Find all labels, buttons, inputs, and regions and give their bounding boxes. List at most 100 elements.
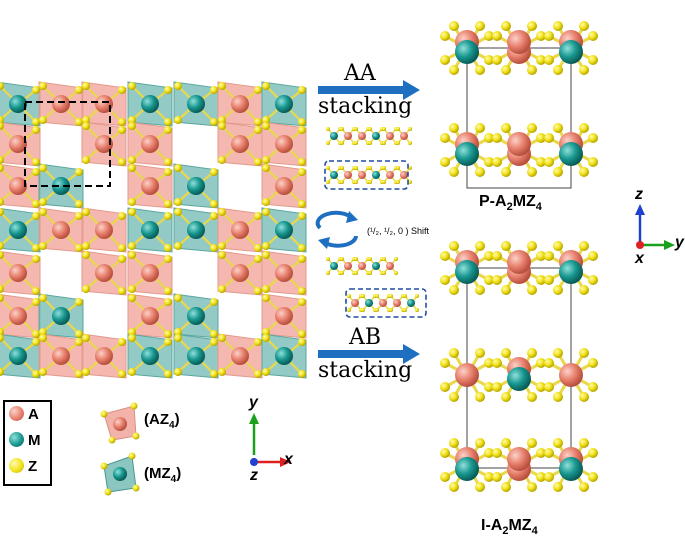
z-atom: [118, 158, 126, 166]
a-atom: [275, 307, 293, 325]
z-atom: [298, 118, 306, 126]
z-atom: [527, 65, 537, 75]
m-atom: [187, 307, 205, 325]
z-atom: [553, 392, 563, 402]
z-atom: [579, 21, 589, 31]
z-atom: [0, 368, 4, 376]
z-atom: [536, 472, 546, 482]
z-atom: [553, 482, 563, 492]
z-atom: [484, 472, 494, 482]
z-atom: [262, 368, 270, 376]
z-atom: [527, 123, 537, 133]
a-atom: [95, 135, 113, 153]
z-atom: [174, 82, 182, 90]
z-atom: [39, 328, 47, 336]
z-atom: [39, 242, 47, 250]
a-atom: [386, 132, 394, 140]
z-atom: [32, 118, 40, 126]
z-atom: [218, 82, 226, 90]
z-atom: [501, 348, 511, 358]
z-atom: [262, 294, 270, 302]
mz4-label: (MZ4): [144, 465, 182, 485]
z-atom: [440, 472, 450, 482]
a-atom: [559, 363, 583, 387]
z-atom: [128, 294, 136, 302]
z-atom: [579, 167, 589, 177]
z-atom: [118, 338, 126, 346]
z-atom: [174, 242, 182, 250]
z-atom: [354, 166, 358, 170]
z-atom: [298, 255, 306, 263]
z-atom: [0, 164, 4, 172]
z-atom: [449, 438, 459, 448]
z-atom: [389, 294, 393, 298]
z-atom: [32, 212, 40, 220]
z-atom: [254, 126, 262, 134]
z-atom: [354, 180, 358, 184]
z-atom: [449, 348, 459, 358]
z-atom: [39, 82, 47, 90]
right-axis-z-label: z: [635, 186, 643, 203]
z-atom: [298, 212, 306, 220]
z-atom: [218, 208, 226, 216]
z-atom: [218, 251, 226, 259]
z-atom: [82, 156, 90, 164]
z-atom: [579, 438, 589, 448]
z-atom: [475, 123, 485, 133]
m-atom: [507, 367, 531, 391]
z-atom: [75, 200, 83, 208]
a-atom: [95, 221, 113, 239]
z-atom: [118, 255, 126, 263]
z-atom: [354, 257, 358, 261]
legend-item-a: A: [9, 406, 39, 423]
z-atom: [579, 392, 589, 402]
z-atom: [39, 208, 47, 216]
z-atom: [588, 275, 598, 285]
z-atom: [492, 382, 502, 392]
bottom-axes: [249, 413, 291, 467]
layer-top-view: [0, 81, 307, 379]
m-atom: [330, 171, 338, 179]
a-atom: [52, 347, 70, 365]
a-atom: [231, 264, 249, 282]
z-atom: [82, 285, 90, 293]
z-atom: [340, 127, 344, 131]
z-atom: [492, 157, 502, 167]
z-atom: [298, 330, 306, 338]
z-atom: [579, 482, 589, 492]
right-axis-y-label: y: [675, 234, 684, 251]
z-atom: [298, 298, 306, 306]
z-atom: [588, 133, 598, 143]
z-atom: [218, 156, 226, 164]
z-atom: [128, 368, 136, 376]
z-atom: [475, 482, 485, 492]
z-atom: [75, 330, 83, 338]
ab-mini-box: [345, 288, 427, 318]
z-atom: [492, 251, 502, 261]
z-atom: [553, 285, 563, 295]
z-atom: [128, 198, 136, 206]
ab-label: AB: [349, 325, 382, 350]
z-atom: [440, 55, 450, 65]
z-atom: [579, 348, 589, 358]
z-atom: [298, 86, 306, 94]
a-atom: [275, 264, 293, 282]
z-atom: [475, 392, 485, 402]
z-atom: [527, 348, 537, 358]
z-atom: [579, 241, 589, 251]
m-atom: [52, 177, 70, 195]
z-atom: [403, 308, 407, 312]
z-atom: [0, 116, 4, 124]
z-atom: [484, 382, 494, 392]
z-atom: [210, 298, 218, 306]
p-structure-title: P-A2MZ4: [479, 193, 542, 214]
z-atom: [254, 255, 262, 263]
z-atom: [82, 122, 90, 130]
z-atom: [128, 164, 136, 172]
z-atom: [588, 448, 598, 458]
z-atom: [475, 348, 485, 358]
a-atom: [9, 264, 27, 282]
z-atom: [501, 392, 511, 402]
az4-label: (AZ4): [144, 411, 180, 431]
m-atom: [275, 347, 293, 365]
